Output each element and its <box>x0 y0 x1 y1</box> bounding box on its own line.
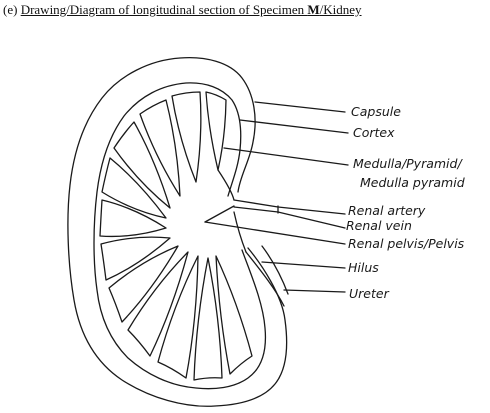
diagram-labels: Capsule Cortex Medulla/Pyramid/ Medulla … <box>346 104 465 301</box>
medullary-pyramid <box>157 255 199 379</box>
medullary-pyramid <box>113 121 171 209</box>
renal-artery-vessel <box>233 199 279 208</box>
figure-heading: (e) Drawing/Diagram of longitudinal sect… <box>3 2 362 18</box>
label-medulla-line1: Medulla/Pyramid/ <box>353 156 463 171</box>
label-medulla-line2: Medulla pyramid <box>360 175 465 190</box>
label-cortex: Cortex <box>353 125 395 140</box>
label-renal-pelvis: Renal pelvis/Pelvis <box>348 236 465 251</box>
medullary-pyramid <box>99 199 167 238</box>
medullary-pyramid <box>108 245 179 323</box>
heading-text: Drawing/Diagram of longitudinal section … <box>20 2 362 17</box>
heading-specimen-letter: M <box>307 2 320 17</box>
pointer-ureter <box>283 289 346 293</box>
label-pointer-lines <box>204 101 349 293</box>
medullary-pyramids <box>99 91 253 381</box>
label-capsule: Capsule <box>351 104 401 119</box>
medullary-pyramid <box>215 255 253 375</box>
renal-pelvis-outline <box>204 169 247 253</box>
label-renal-artery: Renal artery <box>348 203 426 218</box>
medullary-pyramid <box>127 251 189 357</box>
pointer-renal-artery <box>277 206 346 215</box>
pointer-cortex <box>239 119 349 134</box>
medullary-pyramid <box>100 236 171 281</box>
pointer-renal-vein <box>277 211 346 229</box>
ureter-left-line <box>245 251 285 307</box>
medullary-pyramid <box>205 91 227 171</box>
label-hilus: Hilus <box>348 260 379 275</box>
kidney-capsule-outline <box>67 56 288 407</box>
medullary-pyramid <box>101 157 167 219</box>
pointer-renal-pelvis <box>204 221 346 245</box>
label-ureter: Ureter <box>349 286 390 301</box>
ureter-right-line <box>261 245 289 295</box>
medullary-pyramid <box>171 91 202 183</box>
label-renal-vein: Renal vein <box>346 218 412 233</box>
cortex-inner-outline <box>93 82 267 390</box>
pointer-medulla <box>223 147 349 166</box>
pointer-capsule <box>254 101 346 113</box>
pointer-hilus <box>261 261 346 269</box>
heading-prefix: (e) <box>3 2 21 17</box>
medullary-pyramid <box>139 99 181 197</box>
renal-vein-vessel <box>233 206 279 213</box>
medullary-pyramid <box>193 257 223 381</box>
